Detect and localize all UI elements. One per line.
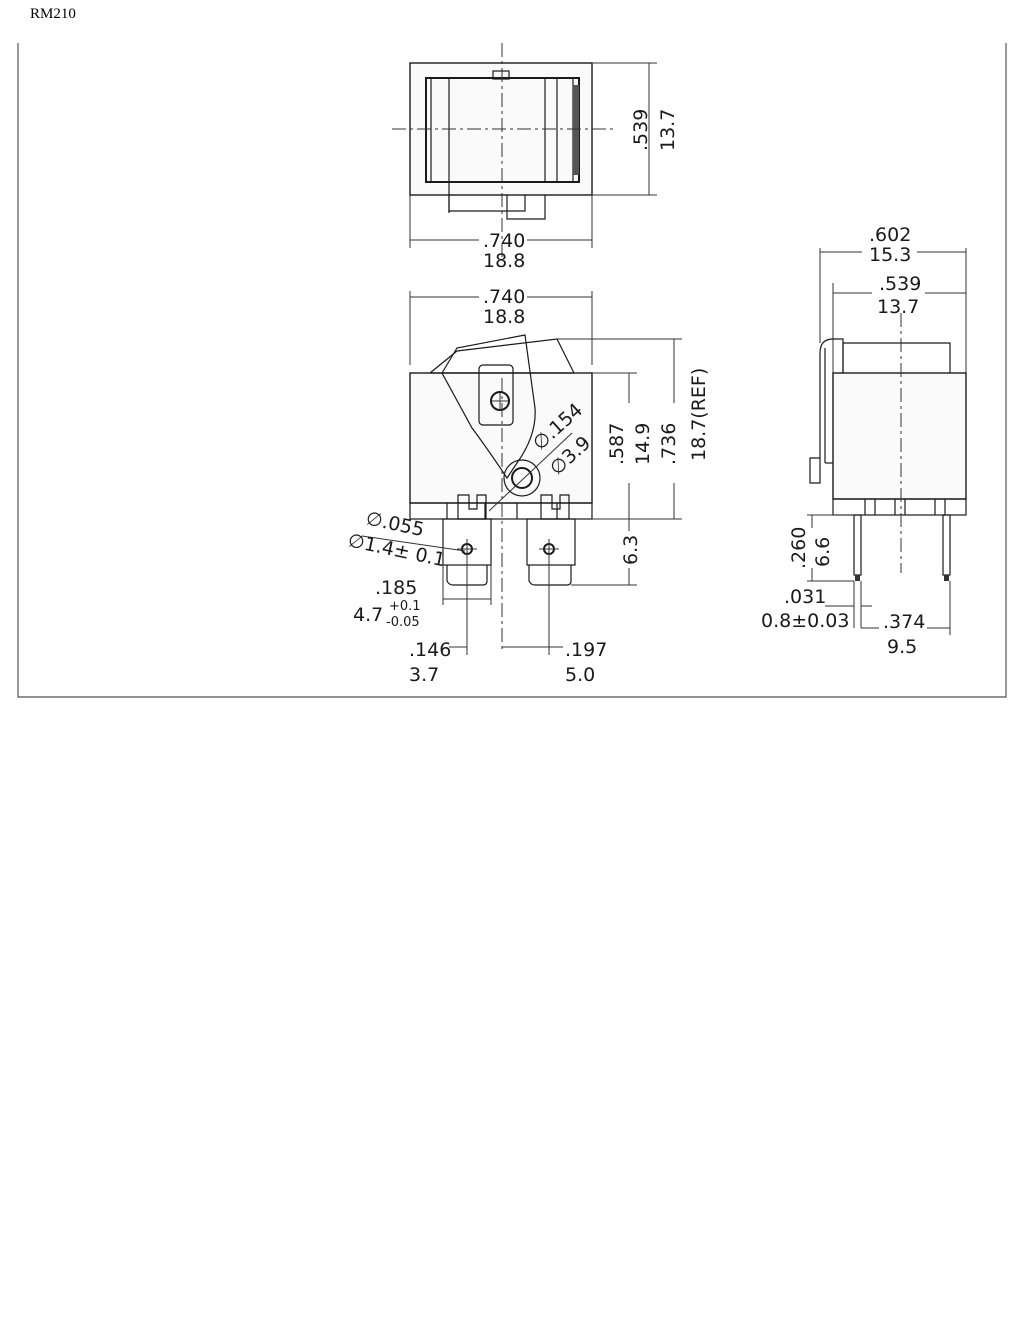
top-height-in: .539 — [630, 109, 652, 151]
pin-length-in: .260 — [788, 527, 810, 569]
total-height-mm: 18.7(REF) — [688, 368, 710, 461]
side-width-mm: 15.3 — [869, 244, 911, 266]
offset1-mm: 3.7 — [409, 664, 439, 686]
tab-width-in: .185 — [375, 577, 417, 599]
top-view: .539 13.7 .740 18.8 — [392, 43, 679, 272]
drawing-frame: .539 13.7 .740 18.8 .740 18.8 — [17, 43, 1007, 698]
tab-tol-minus: -0.05 — [386, 615, 420, 630]
offset2-in: .197 — [565, 639, 607, 661]
tab-tol-plus: +0.1 — [389, 599, 421, 614]
offset1-in: .146 — [409, 639, 451, 661]
side-body-mm: 13.7 — [877, 296, 919, 318]
front-width-mm: 18.8 — [483, 306, 525, 328]
front-view: .740 18.8 ∅.154 ∅3.9 — [346, 286, 710, 686]
pin-dia-in: .031 — [784, 586, 826, 608]
front-width-in: .740 — [483, 286, 525, 308]
body-height-in: .587 — [606, 423, 628, 465]
offset2-mm: 5.0 — [565, 664, 595, 686]
pin-length-mm: 6.6 — [812, 537, 834, 567]
top-width-mm: 18.8 — [483, 250, 525, 272]
tab-width-mm: 4.7 — [353, 604, 383, 626]
document-title: RM210 — [30, 6, 76, 22]
terminal-length-mm: 6.3 — [620, 535, 642, 565]
body-height-mm: 14.9 — [632, 423, 654, 465]
side-view: .602 15.3 .539 13.7 . — [761, 224, 967, 658]
pin-pitch-in: .374 — [883, 611, 925, 633]
total-height-in: .736 — [658, 423, 680, 465]
pin-dia-mm: 0.8±0.03 — [761, 610, 849, 632]
top-width-in: .740 — [483, 230, 525, 252]
frame-border — [17, 43, 1007, 698]
pin-pitch-mm: 9.5 — [887, 636, 917, 658]
top-height-mm: 13.7 — [657, 109, 679, 151]
side-body-in: .539 — [879, 273, 921, 295]
side-width-in: .602 — [869, 224, 911, 246]
technical-drawing: .539 13.7 .740 18.8 .740 18.8 — [17, 43, 1007, 698]
